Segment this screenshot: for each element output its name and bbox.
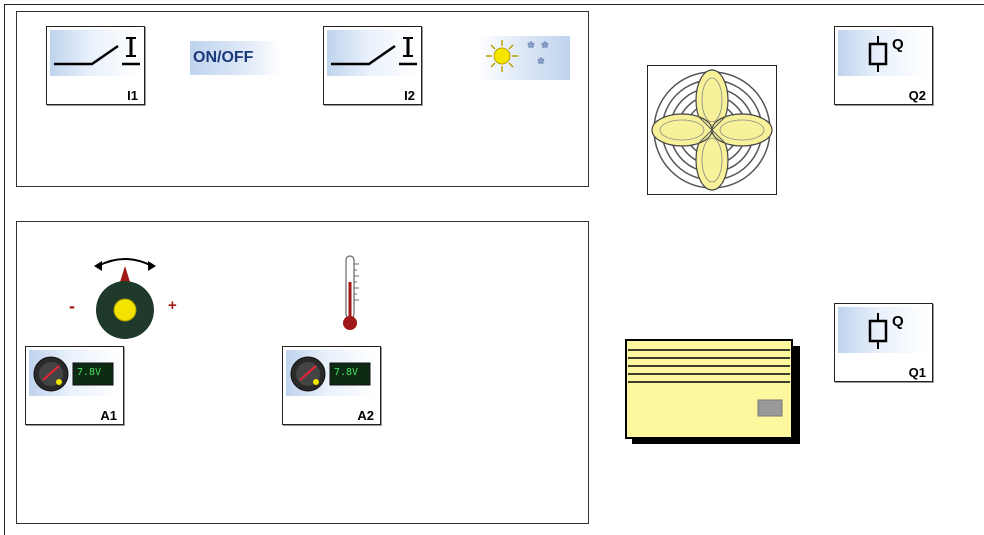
switch-icon: [50, 30, 141, 76]
q2-symbol: Q: [892, 36, 904, 53]
analog-label-a1: A1: [100, 408, 117, 423]
analog-block-a2[interactable]: 7.8V A2: [282, 346, 381, 425]
input-label-i1: I1: [127, 88, 138, 103]
frame-top: [4, 4, 984, 5]
q1-symbol: Q: [892, 313, 904, 330]
input-block-i1[interactable]: I1: [46, 26, 145, 105]
output-label-q1: Q1: [909, 365, 926, 380]
a1-readout: 7.8V: [77, 367, 101, 378]
analog-label-a2: A2: [357, 408, 374, 423]
fan-icon[interactable]: [647, 65, 777, 195]
knob-plus: +: [168, 297, 177, 314]
analog-meter-icon: 7.8V: [286, 350, 377, 396]
analog-block-a1[interactable]: 7.8V A1: [25, 346, 124, 425]
input-block-i2[interactable]: I2: [323, 26, 422, 105]
analog-meter-icon: 7.8V: [29, 350, 120, 396]
svg-text:*: *: [528, 39, 534, 56]
thermometer-icon[interactable]: [338, 254, 362, 334]
knob-minus: -: [69, 296, 75, 317]
input-label-i2: I2: [404, 88, 415, 103]
onoff-label: ON/OFF: [193, 49, 253, 67]
relay-coil-icon: Q: [838, 30, 929, 76]
svg-text:*: *: [542, 39, 548, 56]
potentiometer-knob-icon[interactable]: [90, 252, 160, 342]
output-block-q1[interactable]: Q Q1: [834, 303, 933, 382]
a2-readout: 7.8V: [334, 367, 358, 378]
frame-left: [4, 4, 5, 535]
switch-icon: [327, 30, 418, 76]
sun-snow-icon[interactable]: * * *: [478, 36, 570, 80]
svg-text:*: *: [538, 55, 544, 72]
relay-coil-icon: Q: [838, 307, 929, 353]
onoff-tag[interactable]: ON/OFF: [190, 41, 281, 75]
output-label-q2: Q2: [909, 88, 926, 103]
output-block-q2[interactable]: Q Q2: [834, 26, 933, 105]
heater-icon[interactable]: [624, 338, 804, 446]
